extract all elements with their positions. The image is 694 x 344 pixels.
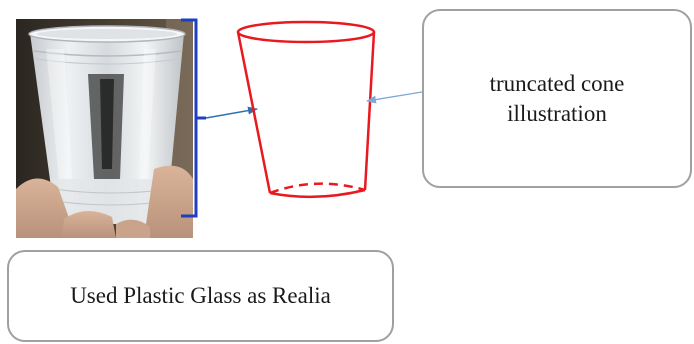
cone-label-text: truncated cone illustration <box>489 70 625 126</box>
realia-label-text: Used Plastic Glass as Realia <box>70 283 331 309</box>
realia-label-box: Used Plastic Glass as Realia <box>7 250 394 342</box>
bracket-to-cone-arrow <box>205 106 258 119</box>
truncated-cone-outline <box>236 20 376 199</box>
cone-label-box: truncated cone illustration <box>422 9 692 188</box>
cup-height-bracket <box>181 18 206 218</box>
plastic-glass-photo <box>16 19 193 238</box>
label-to-cone-arrow <box>366 91 423 104</box>
